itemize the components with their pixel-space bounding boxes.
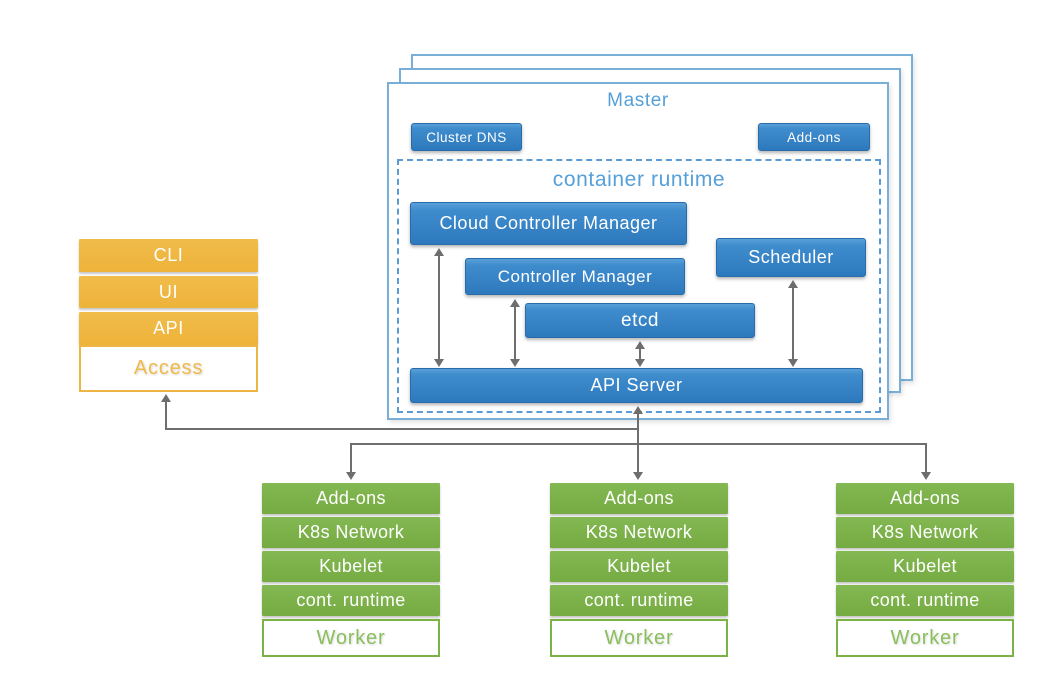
master-title: Master [607,90,669,111]
cluster-dns-box: Cluster DNS [411,123,522,151]
worker-row: Kubelet [262,551,440,582]
addons-box: Add-ons [758,123,870,151]
controller-manager-box: Controller Manager [465,258,685,295]
worker-row: Kubelet [550,551,728,582]
worker-row: Add-ons [262,483,440,514]
api-server-box: API Server [410,368,863,403]
worker-row: cont. runtime [550,585,728,616]
worker-row: K8s Network [262,517,440,548]
worker-footer-label: Worker [550,619,728,657]
etcd-box: etcd [525,303,755,338]
access-footer-label: Access [79,345,258,392]
worker-row: cont. runtime [836,585,1014,616]
worker-row: K8s Network [836,517,1014,548]
worker-row: Add-ons [836,483,1014,514]
worker-row: Kubelet [836,551,1014,582]
worker-row: K8s Network [550,517,728,548]
worker-row: cont. runtime [262,585,440,616]
container-runtime-title: container runtime [552,168,726,191]
access-row-ui: UI [79,276,258,308]
access-row-api: API [79,312,258,345]
worker-footer-label: Worker [836,619,1014,657]
access-row-cli: CLI [79,239,258,272]
worker-footer-label: Worker [262,619,440,657]
scheduler-box: Scheduler [716,238,866,277]
worker-row: Add-ons [550,483,728,514]
cloud-controller-manager-box: Cloud Controller Manager [410,202,687,245]
